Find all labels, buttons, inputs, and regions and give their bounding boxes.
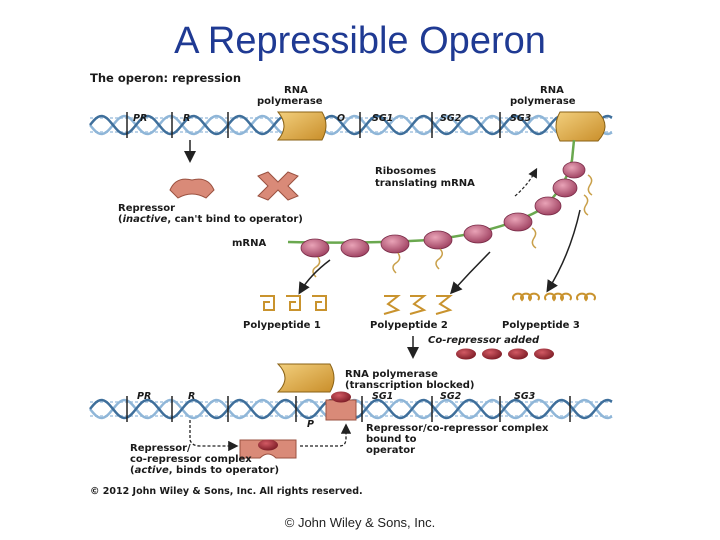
ribosome — [463, 224, 493, 244]
bottom-label-p: P — [307, 419, 314, 430]
rna-polymerase-blocked — [276, 363, 335, 393]
rna-polymerase-left — [276, 111, 327, 141]
ribosome — [300, 238, 330, 258]
top-dna-strand — [89, 112, 613, 138]
figure-heading: The operon: repression — [90, 71, 241, 85]
bottom-label-r: R — [188, 391, 195, 402]
slide-footer: © John Wiley & Sons, Inc. — [284, 515, 436, 530]
rna-polymerase-right — [555, 111, 606, 142]
rna-polymerase-left-line1: RNA — [284, 85, 308, 96]
ribosomes-label-line1: Ribosomes — [375, 166, 436, 177]
top-label-sg3: SG3 — [510, 113, 532, 124]
rna-polymerase-right-line2: polymerase — [510, 96, 576, 107]
slide-title: A Repressible Operon — [174, 20, 546, 62]
inactive-repressor-icon — [169, 178, 215, 199]
corepressor-molecules — [456, 348, 554, 360]
ribosome — [503, 212, 533, 232]
ribosome — [340, 238, 370, 258]
polypeptide-3-icon — [512, 292, 596, 302]
bound-complex-line1: Repressor/co-repressor complex — [366, 423, 549, 434]
active-complex-line3: (active, binds to operator) — [130, 465, 279, 476]
complex-to-operator-arrow — [300, 423, 352, 447]
ribosome — [423, 230, 453, 250]
ribosome — [552, 178, 578, 198]
top-label-sg1: SG1 — [372, 113, 393, 124]
repressor-label: Repressor — [118, 203, 175, 214]
repressor-inactive-label: (inactive, can't bind to operator) — [118, 214, 303, 225]
top-label-r: R — [183, 113, 190, 124]
figure-copyright: © 2012 John Wiley & Sons, Inc. All right… — [90, 486, 363, 497]
ribosome-group — [300, 161, 593, 278]
bottom-label-pr: PR — [137, 391, 151, 402]
bottom-label-sg2: SG2 — [440, 391, 462, 402]
rna-polymerase-blocked-line1: RNA polymerase — [345, 369, 438, 380]
mrna-strand — [287, 139, 576, 244]
ribosomes-pointer-arrow — [514, 167, 538, 197]
r-to-complex-arrow — [189, 420, 239, 452]
top-label-sg2: SG2 — [440, 113, 462, 124]
polypeptide-3-label: Polypeptide 3 — [502, 320, 580, 331]
ribosomes-label-line2: translating mRNA — [375, 178, 475, 189]
bound-complex-line2: bound to — [366, 434, 417, 445]
rna-polymerase-blocked-line2: (transcription blocked) — [345, 380, 475, 391]
active-complex-line2: co-repressor complex — [130, 454, 252, 465]
active-complex-icon — [239, 439, 297, 459]
polypeptide-3-arrow — [546, 209, 581, 293]
rna-polymerase-right-line1: RNA — [540, 85, 564, 96]
top-label-o: O — [337, 113, 345, 124]
bound-complex-icon — [325, 391, 357, 421]
corepressor-added-label: Co-repressor added — [428, 335, 540, 346]
mrna-label: mRNA — [232, 238, 266, 249]
ribosome — [534, 196, 562, 216]
bottom-label-sg3: SG3 — [514, 391, 536, 402]
polypeptide-2-icon — [383, 295, 453, 315]
polypeptide-2-label: Polypeptide 2 — [370, 320, 448, 331]
polypeptide-2-arrow — [449, 251, 491, 295]
rna-polymerase-left-line2: polymerase — [257, 96, 323, 107]
ribosome — [562, 161, 586, 179]
bottom-label-sg1: SG1 — [372, 391, 393, 402]
polypeptide-1-icon — [260, 295, 327, 311]
polypeptide-1-arrow — [298, 259, 331, 295]
active-complex-line1: Repressor/ — [130, 443, 191, 454]
top-label-pr: PR — [133, 113, 147, 124]
bound-complex-line3: operator — [366, 445, 415, 456]
ribosome — [380, 234, 410, 254]
polypeptide-1-label: Polypeptide 1 — [243, 320, 321, 331]
inactive-repressor-twisted-icon — [257, 171, 299, 201]
